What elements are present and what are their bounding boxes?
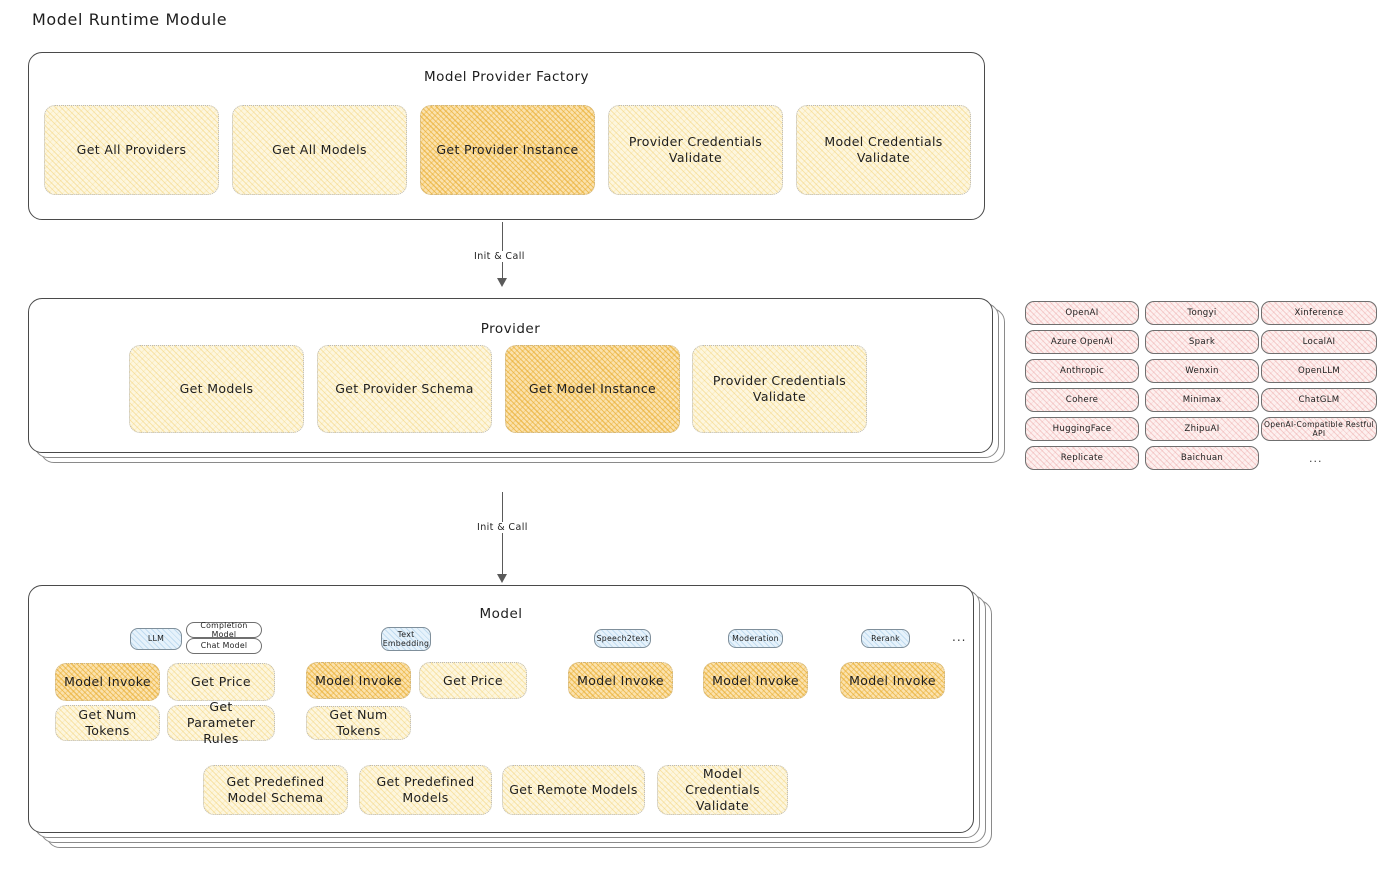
provider-pill-baichuan[interactable]: Baichuan	[1145, 446, 1259, 470]
model-shared-chip-get-predefined-model-schema[interactable]: Get Predefined Model Schema	[203, 765, 348, 815]
factory-chip-get-provider-instance[interactable]: Get Provider Instance	[420, 105, 595, 195]
factory-chip-provider-credentials-validate[interactable]: Provider Credentials Validate	[608, 105, 783, 195]
provider-pill-openai-compatible-restful-api[interactable]: OpenAI-Compatible Restful API	[1261, 417, 1377, 441]
arrow-factory-to-provider-label: Init & Call	[471, 251, 528, 262]
provider-chip-get-models[interactable]: Get Models	[129, 345, 304, 433]
factory-chip-model-credentials-validate[interactable]: Model Credentials Validate	[796, 105, 971, 195]
factory-chip-get-all-providers[interactable]: Get All Providers	[44, 105, 219, 195]
model-chip-rerank-model-invoke[interactable]: Model Invoke	[840, 662, 945, 699]
model-subtype-badge-completion-model[interactable]: Completion Model	[186, 621, 262, 639]
provider-pill-azure-openai[interactable]: Azure OpenAI	[1025, 330, 1139, 354]
model-panel-title: Model	[479, 606, 523, 622]
provider-pill-localai[interactable]: LocalAI	[1261, 330, 1377, 354]
provider-chip-get-model-instance[interactable]: Get Model Instance	[505, 345, 680, 433]
model-shared-chip-model-credentials-validate[interactable]: Model Credentials Validate	[657, 765, 788, 815]
provider-pill-anthropic[interactable]: Anthropic	[1025, 359, 1139, 383]
provider-list-ellipsis: ...	[1309, 452, 1323, 465]
arrow-provider-to-model-line	[502, 492, 503, 576]
provider-panel-title: Provider	[480, 321, 541, 337]
model-chip-llm-get-parameter-rules[interactable]: Get Parameter Rules	[167, 699, 275, 746]
provider-pill-replicate[interactable]: Replicate	[1025, 446, 1139, 470]
model-chip-text-embedding-get-price[interactable]: Get Price	[419, 662, 527, 699]
factory-panel-title: Model Provider Factory	[423, 69, 589, 85]
provider-pill-xinference[interactable]: Xinference	[1261, 301, 1377, 325]
model-type-badge-rerank[interactable]: Rerank	[861, 629, 910, 648]
model-type-ellipsis: ...	[952, 630, 967, 644]
provider-pill-spark[interactable]: Spark	[1145, 330, 1259, 354]
arrow-factory-to-provider-head	[497, 278, 507, 287]
model-type-badge-moderation[interactable]: Moderation	[728, 629, 783, 648]
model-chip-speech2text-model-invoke[interactable]: Model Invoke	[568, 662, 673, 699]
provider-pill-huggingface[interactable]: HuggingFace	[1025, 417, 1139, 441]
provider-pill-tongyi[interactable]: Tongyi	[1145, 301, 1259, 325]
provider-pill-wenxin[interactable]: Wenxin	[1145, 359, 1259, 383]
provider-pill-cohere[interactable]: Cohere	[1025, 388, 1139, 412]
provider-pill-openai[interactable]: OpenAI	[1025, 301, 1139, 325]
provider-pill-chatglm[interactable]: ChatGLM	[1261, 388, 1377, 412]
provider-chip-provider-credentials-validate[interactable]: Provider Credentials Validate	[692, 345, 867, 433]
model-chip-moderation-model-invoke[interactable]: Model Invoke	[703, 662, 808, 699]
model-chip-text-embedding-get-num-tokens[interactable]: Get Num Tokens	[306, 706, 411, 740]
arrow-provider-to-model-label: Init & Call	[474, 522, 531, 533]
model-chip-text-embedding-model-invoke[interactable]: Model Invoke	[306, 662, 411, 699]
model-chip-llm-get-num-tokens[interactable]: Get Num Tokens	[55, 705, 160, 741]
provider-pill-openllm[interactable]: OpenLLM	[1261, 359, 1377, 383]
provider-pill-zhipuai[interactable]: ZhipuAI	[1145, 417, 1259, 441]
model-shared-chip-get-remote-models[interactable]: Get Remote Models	[502, 765, 645, 815]
model-chip-llm-get-price[interactable]: Get Price	[167, 663, 275, 701]
model-shared-chip-get-predefined-models[interactable]: Get Predefined Models	[359, 765, 492, 815]
page-title: Model Runtime Module	[32, 10, 228, 29]
factory-chip-get-all-models[interactable]: Get All Models	[232, 105, 407, 195]
model-type-badge-text-embedding[interactable]: Text Embedding	[381, 627, 431, 651]
model-type-badge-llm[interactable]: LLM	[130, 628, 182, 650]
arrow-provider-to-model-head	[497, 574, 507, 583]
model-subtype-badge-chat-model[interactable]: Chat Model	[186, 638, 262, 654]
model-type-badge-speech2text[interactable]: Speech2text	[594, 629, 651, 648]
provider-pill-minimax[interactable]: Minimax	[1145, 388, 1259, 412]
provider-chip-get-provider-schema[interactable]: Get Provider Schema	[317, 345, 492, 433]
model-chip-llm-model-invoke[interactable]: Model Invoke	[55, 663, 160, 701]
